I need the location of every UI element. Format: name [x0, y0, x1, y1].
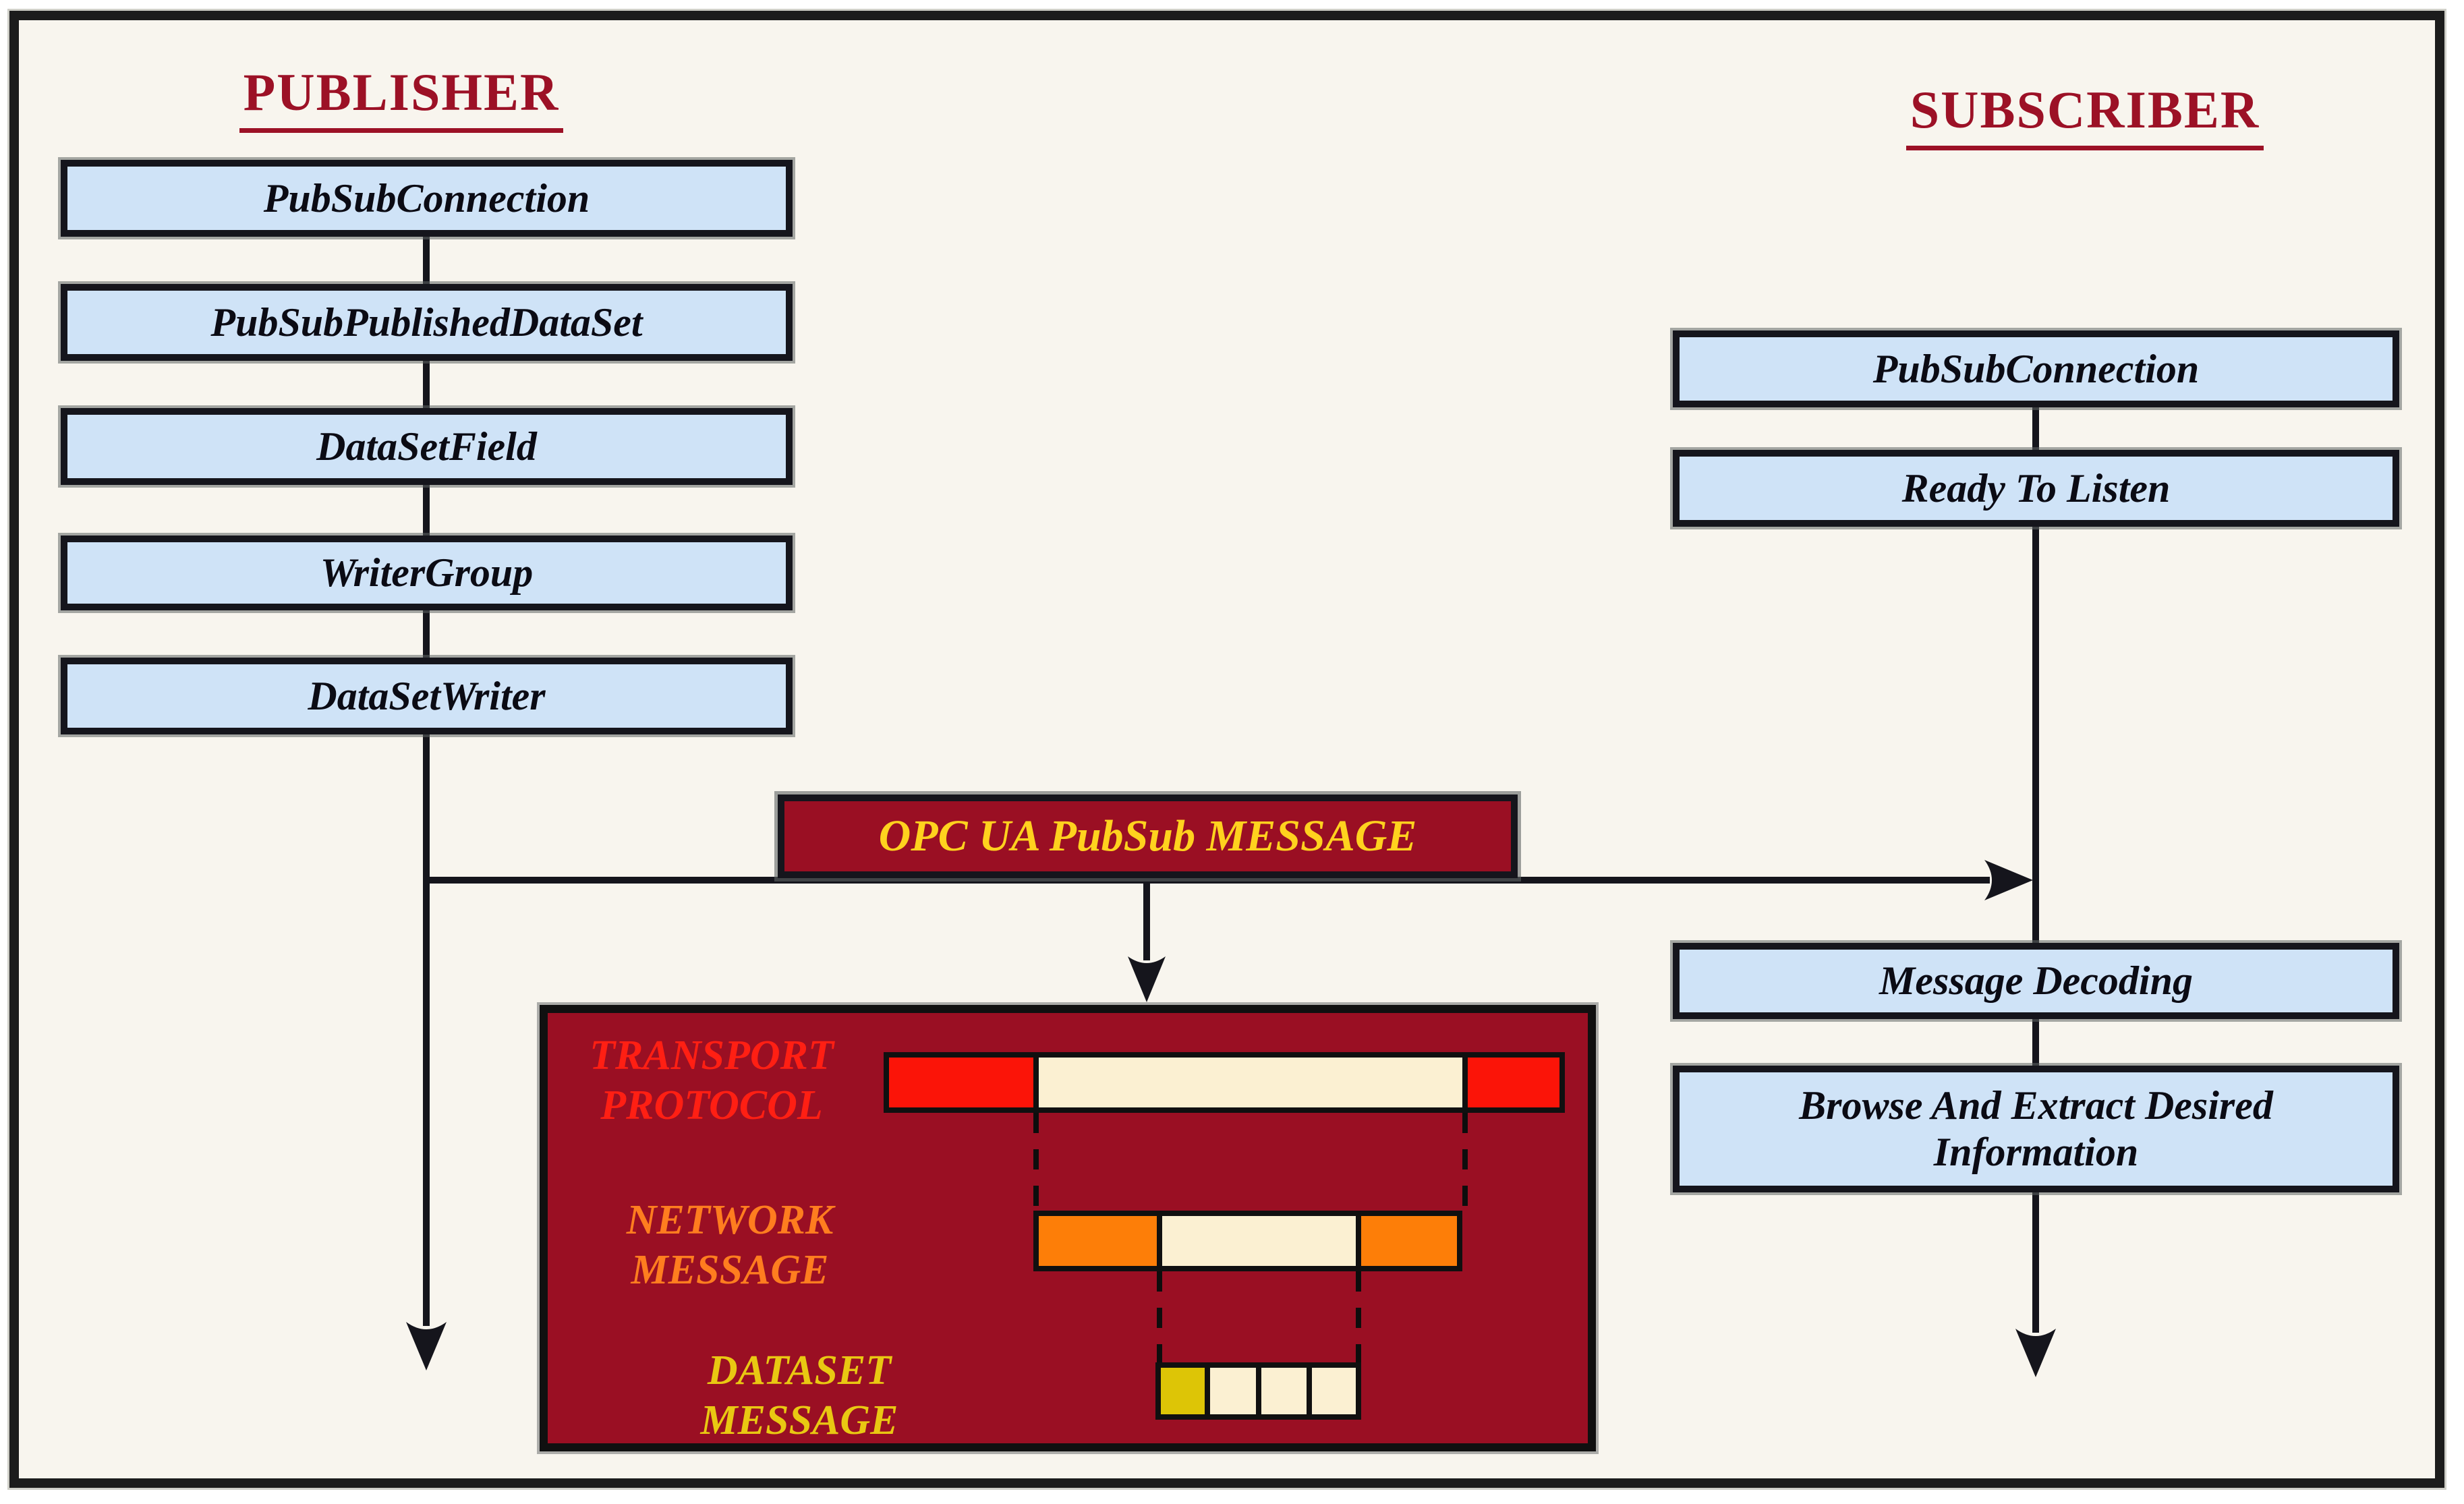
subscriber-node-browse-extract: Browse And Extract Desired Information: [1670, 1063, 2402, 1195]
transport-bar-trailer-right: [1462, 1052, 1565, 1113]
publisher-node-datasetwriter: DataSetWriter: [58, 655, 795, 737]
network-bar-trailer-right: [1356, 1211, 1462, 1271]
pubsub-message-right-arrowhead: [1984, 860, 2033, 900]
dataset-bar-cell-3: [1307, 1362, 1361, 1420]
subscriber-node-pubsubconnection: PubSubConnection: [1670, 328, 2402, 410]
network-bar-header-left: [1033, 1211, 1162, 1271]
network-bar-payload: [1157, 1211, 1361, 1271]
publisher-down-arrowhead: [406, 1322, 447, 1370]
subscriber-title: SUBSCRIBER: [1832, 80, 2338, 150]
subscriber-title-text: SUBSCRIBER: [1906, 80, 2264, 150]
publisher-title-text: PUBLISHER: [239, 62, 564, 133]
subscriber-node-message-decoding: Message Decoding: [1670, 940, 2402, 1022]
subscriber-node-ready-to-listen: Ready To Listen: [1670, 447, 2402, 529]
publisher-title: PUBLISHER: [148, 62, 654, 133]
publisher-node-writergroup: WriterGroup: [58, 533, 795, 613]
publisher-node-pubsubconnection: PubSubConnection: [58, 157, 795, 239]
subscriber-down-arrowhead: [2015, 1329, 2056, 1377]
dataset-bar-cell-header: [1155, 1362, 1210, 1420]
publisher-node-datasetfield: DataSetField: [58, 405, 795, 488]
transport-bar-payload: [1033, 1052, 1468, 1113]
dataset-bar-cell-2: [1256, 1362, 1312, 1420]
network-message-label: NETWORK MESSAGE: [626, 1197, 834, 1294]
dataset-message-label: DATASET MESSAGE: [700, 1348, 898, 1444]
opc-ua-pubsub-message-box: OPC UA PubSub MESSAGE: [774, 791, 1521, 881]
publisher-node-pubsubpublisheddataset: PubSubPublishedDataSet: [58, 281, 795, 364]
transport-protocol-label: TRANSPORT PROTOCOL: [590, 1033, 834, 1129]
transport-bar-header-left: [884, 1052, 1039, 1113]
opc-message-drop-arrowhead: [1128, 956, 1166, 1002]
